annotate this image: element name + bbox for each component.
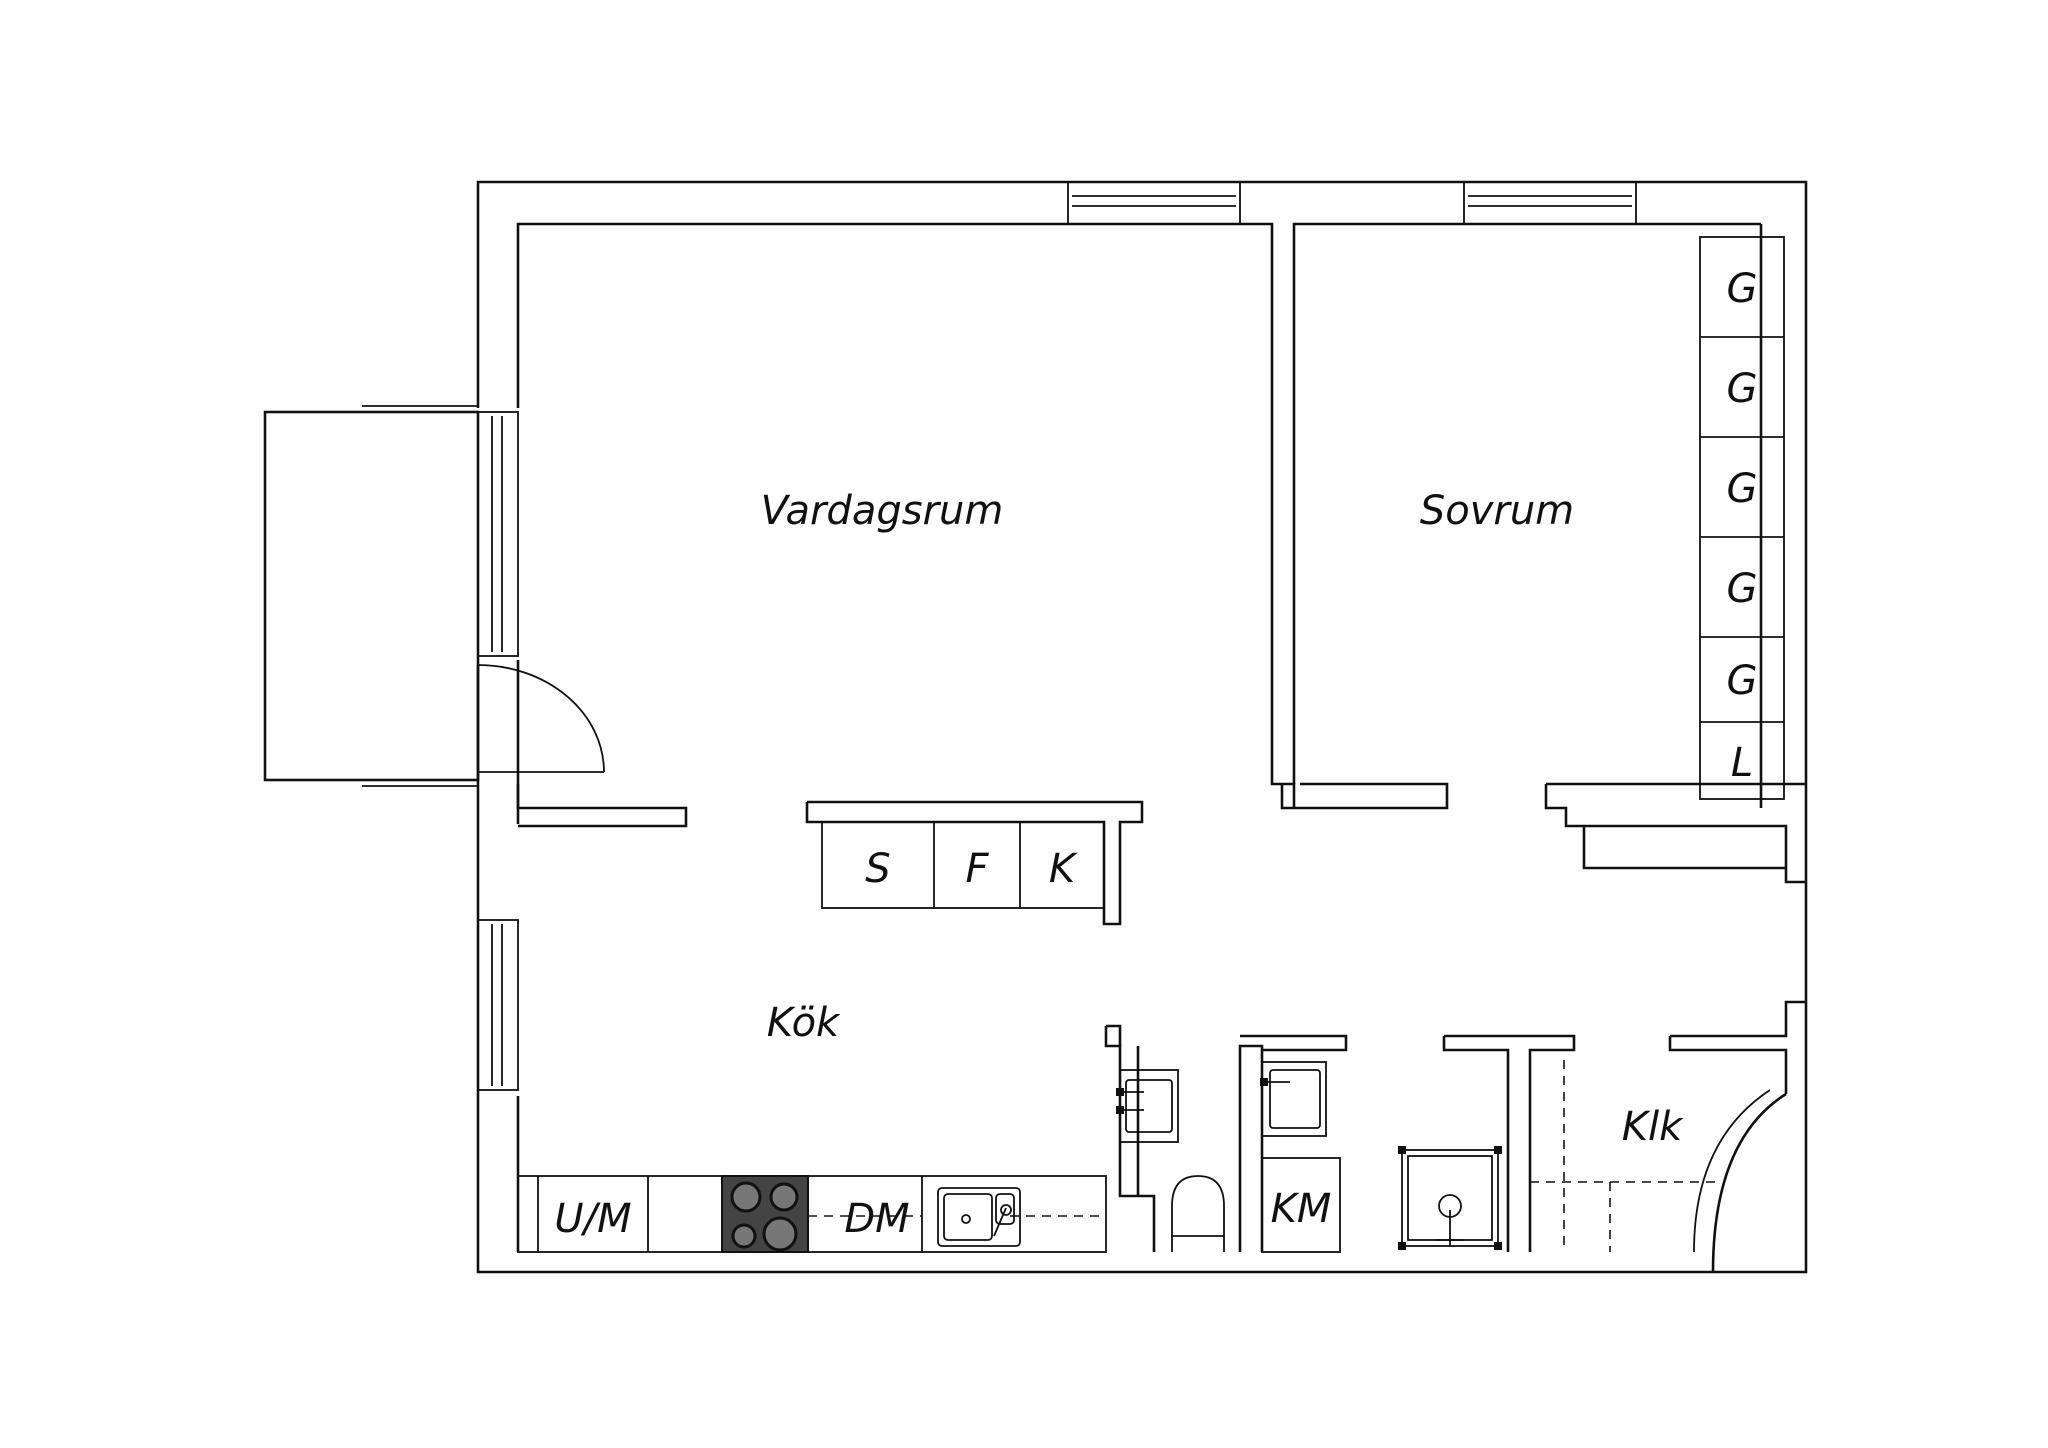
window-west-living	[477, 411, 519, 657]
balcony-door	[476, 664, 605, 773]
toilet-icon	[1171, 1175, 1225, 1252]
storage-units	[821, 821, 1105, 909]
dishwasher-label: DM	[844, 1196, 909, 1242]
wardrobe-label-6: L	[1731, 740, 1753, 786]
room-label-living: Vardagsrum	[761, 488, 1004, 534]
wardrobe-column	[1699, 236, 1785, 800]
window-west-kitchen	[477, 919, 519, 1091]
bath-sink-center-icon	[1260, 1061, 1327, 1137]
room-label-bedroom: Sovrum	[1420, 488, 1574, 534]
storage-label-k: K	[1049, 846, 1078, 892]
wardrobe-label-3: G	[1727, 466, 1758, 512]
outer-walls	[476, 180, 1808, 1274]
washing-machine	[1261, 1157, 1341, 1253]
kitchen-upper-label: U/M	[554, 1196, 631, 1242]
storage-label-f: F	[965, 846, 989, 892]
wardrobe-label-5: G	[1727, 658, 1758, 704]
window-north-bedroom	[1463, 181, 1637, 225]
stove-icon	[721, 1175, 809, 1253]
shower-icon	[1398, 1146, 1502, 1250]
closet-dashed-lines	[1530, 1060, 1720, 1252]
kitchen-sink-icon	[937, 1187, 1021, 1247]
room-label-closet: Klk	[1622, 1104, 1684, 1150]
bath-sink-left-icon	[1116, 1069, 1179, 1143]
wardrobe-label-1: G	[1727, 266, 1758, 312]
wardrobe-label-2: G	[1727, 366, 1758, 412]
washing-machine-label: KM	[1271, 1186, 1332, 1232]
balcony	[263, 405, 480, 787]
wardrobe-label-4: G	[1727, 566, 1758, 612]
window-north-living	[1067, 181, 1241, 225]
storage-label-s: S	[865, 846, 890, 892]
interior-walls	[516, 782, 1806, 1273]
room-label-kitchen: Kök	[767, 1000, 841, 1046]
